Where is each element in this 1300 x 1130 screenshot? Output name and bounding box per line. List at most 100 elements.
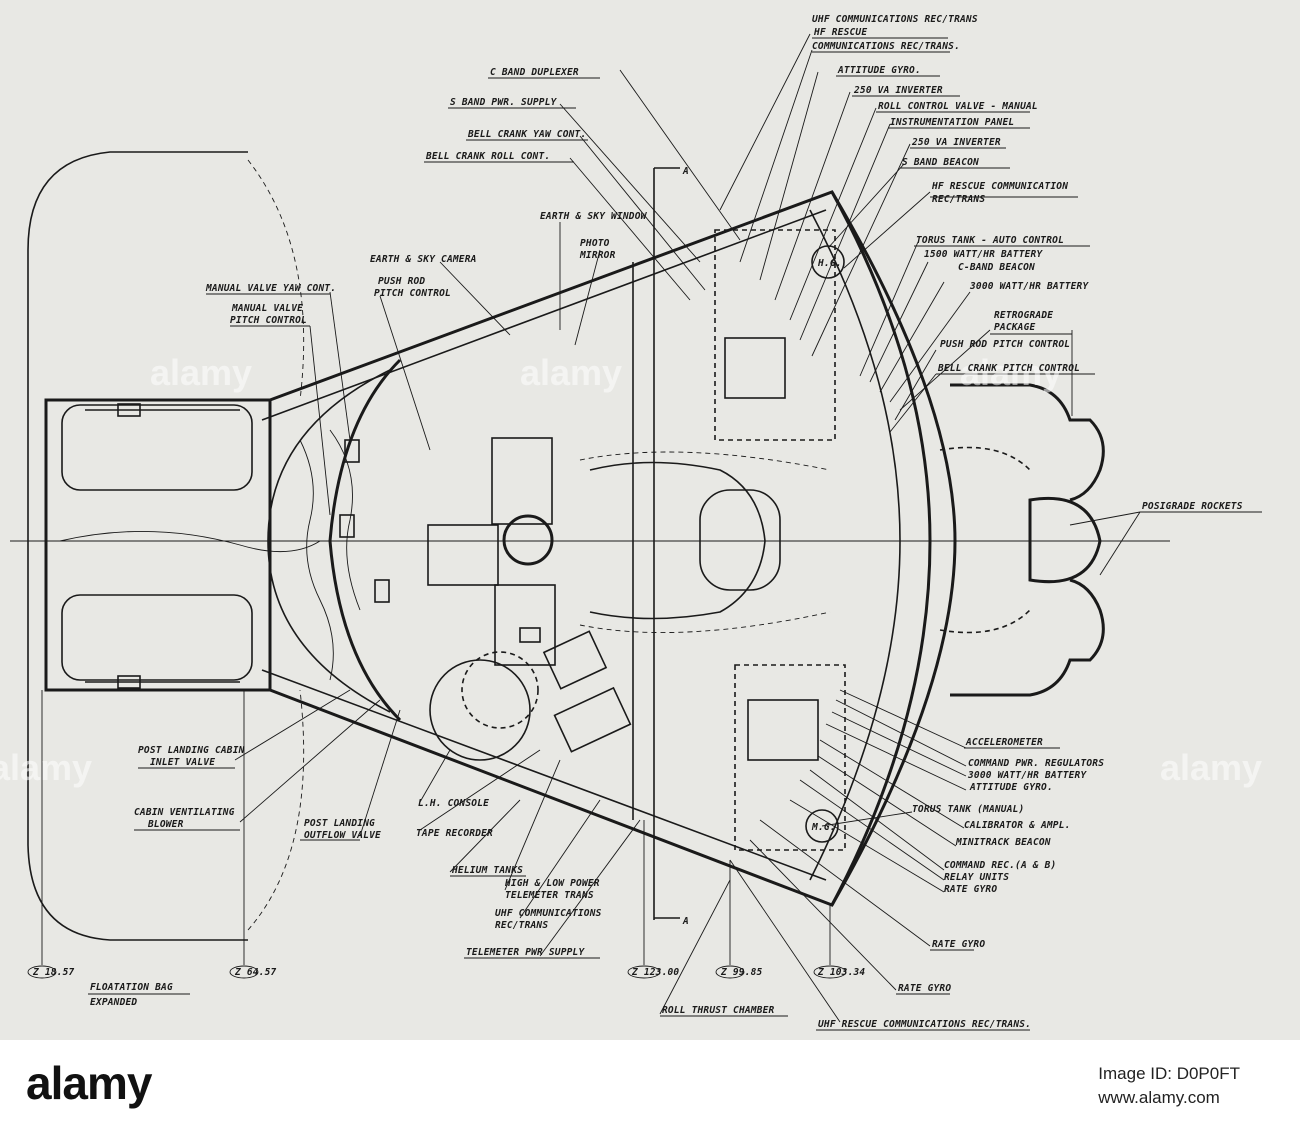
label-roll-valve-manual: ROLL CONTROL VALVE - MANUAL <box>878 101 1038 112</box>
retro-pack-lower <box>950 578 1105 697</box>
label-photo-mirror-2: MIRROR <box>579 250 616 261</box>
retro-strap-dashes <box>939 446 1031 634</box>
label-flotation-1: FLOATATION BAG <box>90 982 173 993</box>
label-hi-lo-1: HIGH & LOW POWER <box>504 878 600 889</box>
watermark-1: alamy <box>150 352 252 393</box>
lower-fitting <box>117 675 141 689</box>
label-manual-valve-1: MANUAL VALVE <box>231 303 303 314</box>
label-post-outflow-2: OUTFLOW VALVE <box>304 830 381 841</box>
label-hf-rec-trans: REC/TRANS <box>932 194 985 205</box>
instrument-box-upper <box>491 437 553 525</box>
lower-connector <box>519 627 541 643</box>
label-rate-gyro-a: RATE GYRO <box>944 884 997 895</box>
label-battery-3000: 3000 WATT/HR BATTERY <box>969 281 1089 292</box>
label-hf-rescue: HF RESCUE <box>813 27 867 38</box>
label-c-band-duplexer: C BAND DUPLEXER <box>490 67 579 78</box>
label-calibrator: CALIBRATOR & AMPL. <box>964 820 1071 831</box>
station-marker-5 <box>813 965 847 979</box>
couch-outline <box>589 461 766 620</box>
label-retro-1: RETROGRADE <box>994 310 1053 321</box>
station-label-3: Z 123.00 <box>631 967 679 978</box>
label-va-inverter-1: 250 VA INVERTER <box>853 85 943 96</box>
plumbing-line-1 <box>299 439 334 681</box>
watermark-5: alamy <box>1160 747 1262 788</box>
label-bell-crank-yaw: BELL CRANK YAW CONT. <box>467 129 586 140</box>
station-label-4: Z 99.85 <box>720 967 763 978</box>
label-bell-crank-pitch: BELL CRANK PITCH CONTROL <box>937 363 1080 374</box>
label-manual-valve-2: PITCH CONTROL <box>230 315 307 326</box>
label-telemeter-pwr: TELEMETER PWR SUPPLY <box>466 947 585 958</box>
label-battery-1500: 1500 WATT/HR BATTERY <box>924 249 1043 260</box>
capsule-conical-hull <box>269 190 957 907</box>
mg-gauge <box>805 809 839 843</box>
section-mark-top: A <box>682 166 689 177</box>
label-uhf-comm-1: UHF COMMUNICATIONS <box>495 908 602 919</box>
label-earth-sky-window: EARTH & SKY WINDOW <box>540 211 648 222</box>
leader-lines-lower-right <box>729 689 967 1023</box>
watermark-2: alamy <box>520 352 622 393</box>
label-rate-gyro-c: RATE GYRO <box>898 983 951 994</box>
label-push-rod-1: PUSH ROD <box>378 276 425 287</box>
plumbing-line-3 <box>59 530 321 553</box>
label-earth-sky-camera: EARTH & SKY CAMERA <box>370 254 477 265</box>
label-va-inverter-2: 250 VA INVERTER <box>911 137 1001 148</box>
label-lh-console: L.H. CONSOLE <box>418 798 489 809</box>
image-id-label: Image ID: D0P0FT <box>1098 1064 1240 1083</box>
label-battery-3000b: 3000 WATT/HR BATTERY <box>967 770 1087 781</box>
lower-equipment-bay <box>734 664 846 851</box>
retro-pack-upper <box>950 383 1105 502</box>
instrument-box-lower <box>494 584 556 666</box>
helium-tank-1 <box>429 659 531 761</box>
label-post-inlet-1: POST LANDING CABIN <box>138 745 245 756</box>
heat-shield-inner <box>830 191 932 906</box>
label-torus-auto: TORUS TANK - AUTO CONTROL <box>916 235 1064 246</box>
bulkhead-dome <box>267 369 391 713</box>
station-marker-4 <box>715 965 745 979</box>
helium-tank-2 <box>461 651 539 729</box>
flotation-bag-outline <box>27 151 248 941</box>
station-label-1: Z 18.57 <box>32 967 75 978</box>
label-retro-2: PACKAGE <box>994 322 1036 333</box>
label-underlines <box>88 37 1262 1031</box>
inner-hull-lower <box>261 669 827 881</box>
console-box <box>427 524 499 586</box>
flotation-bag-curve-lower <box>247 689 305 931</box>
station-label-5: Z 103.34 <box>817 967 865 978</box>
label-bell-crank-roll: BELL CRANK ROLL CONT. <box>425 151 550 162</box>
periscope-lens <box>502 514 554 566</box>
label-push-rod-2: PITCH CONTROL <box>374 288 451 299</box>
label-attitude-gyro-top: ATTITUDE GYRO. <box>837 65 921 76</box>
lh-console-grid <box>553 686 632 753</box>
label-post-outflow-1: POST LANDING <box>304 818 375 829</box>
hg-gauge <box>811 245 845 279</box>
valve-box-3 <box>374 579 390 603</box>
label-cmd-pwr-reg: COMMAND PWR. REGULATORS <box>968 758 1104 769</box>
heat-shield-liner <box>809 209 901 881</box>
label-attitude-gyro-b: ATTITUDE GYRO. <box>969 782 1053 793</box>
valve-box-1 <box>344 439 360 463</box>
station-marker-3 <box>627 965 661 979</box>
label-roll-thrust: ROLL THRUST CHAMBER <box>662 1005 775 1016</box>
label-photo-mirror-1: PHOTO <box>580 238 610 249</box>
footer-logo: alamy <box>26 1057 152 1109</box>
label-hf-rescue-comm: HF RESCUE COMMUNICATION <box>931 181 1068 192</box>
label-cmd-reg: COMMAND REC.(A & B) <box>944 860 1056 871</box>
stock-footer: alamy Image ID: D0P0FT www.alamy.com <box>0 1040 1300 1130</box>
label-manual-valve-yaw: MANUAL VALVE YAW CONT. <box>205 283 336 294</box>
label-uhf-rescue: UHF RESCUE COMMUNICATIONS REC/TRANS. <box>818 1019 1031 1030</box>
upper-fitting <box>117 403 141 417</box>
label-uhf-comm-2: REC/TRANS <box>495 920 548 931</box>
station-marker-1 <box>27 965 57 979</box>
valve-box-2 <box>339 514 355 538</box>
recovery-compartment-lower <box>61 594 253 681</box>
leader-lines-upper-right <box>719 33 1141 576</box>
couch-headrest <box>699 489 781 591</box>
label-torus-manual: TORUS TANK (MANUAL) <box>912 804 1024 815</box>
station-label-2: Z 64.57 <box>234 967 277 978</box>
flotation-bag-curve-upper <box>247 159 305 401</box>
label-hi-lo-2: TELEMETER TRANS <box>505 890 594 901</box>
label-cabin-vent-1: CABIN VENTILATING <box>134 807 235 818</box>
leader-lines-left <box>234 69 741 1015</box>
watermark-4: alamy <box>0 747 92 788</box>
